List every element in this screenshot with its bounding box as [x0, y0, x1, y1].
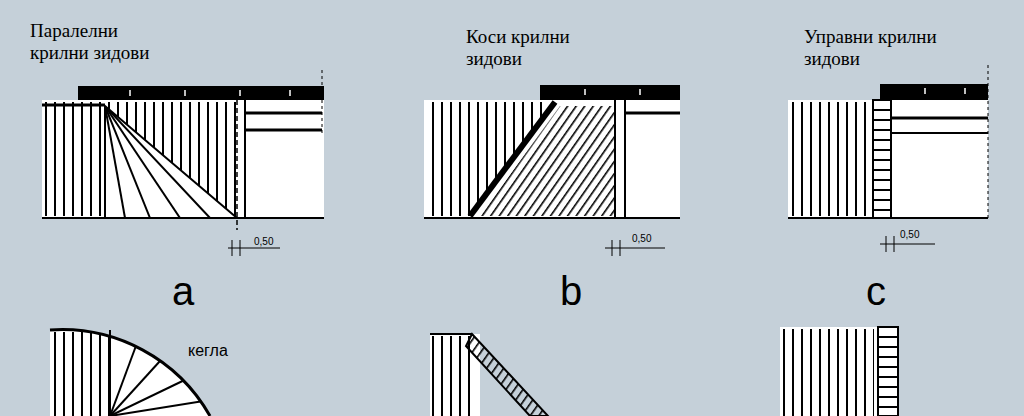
parallel-wing-walls — [42, 70, 324, 256]
heading: Коси крилни зидови — [466, 26, 626, 70]
perpendicular-wing-walls — [788, 65, 988, 252]
plan-views — [50, 327, 898, 416]
figure-letter: a — [172, 268, 194, 314]
heading: Паралелни крилни зидови — [30, 20, 170, 64]
dimension: 0,50 — [254, 236, 273, 248]
dimension: 0,50 — [900, 229, 919, 241]
dimension: 0,50 — [632, 233, 651, 245]
oblique-wing-walls — [424, 85, 680, 256]
figure-letter: b — [560, 268, 582, 314]
annotation: кегла — [188, 342, 228, 360]
figure-letter: c — [866, 268, 886, 314]
heading: Управни крилни зидови — [804, 26, 994, 70]
